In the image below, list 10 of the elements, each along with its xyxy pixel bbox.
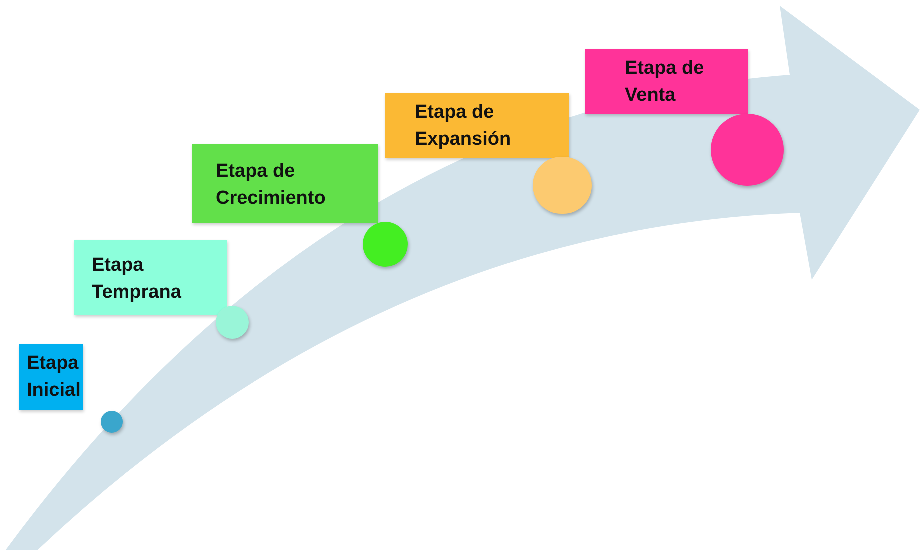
stage-label: Etapa de Venta bbox=[625, 57, 706, 108]
stage-label: Etapa Inicial bbox=[27, 352, 82, 403]
stage-box bbox=[585, 49, 748, 114]
stage-label: Etapa de Crecimiento bbox=[216, 160, 327, 211]
stage-box bbox=[192, 144, 378, 223]
stage-box bbox=[74, 240, 227, 315]
stage-label: Etapa de Expansión bbox=[415, 101, 512, 152]
stage-box bbox=[19, 344, 83, 410]
stage-label: Etapa Temprana bbox=[92, 254, 182, 305]
stage-box bbox=[385, 93, 569, 158]
